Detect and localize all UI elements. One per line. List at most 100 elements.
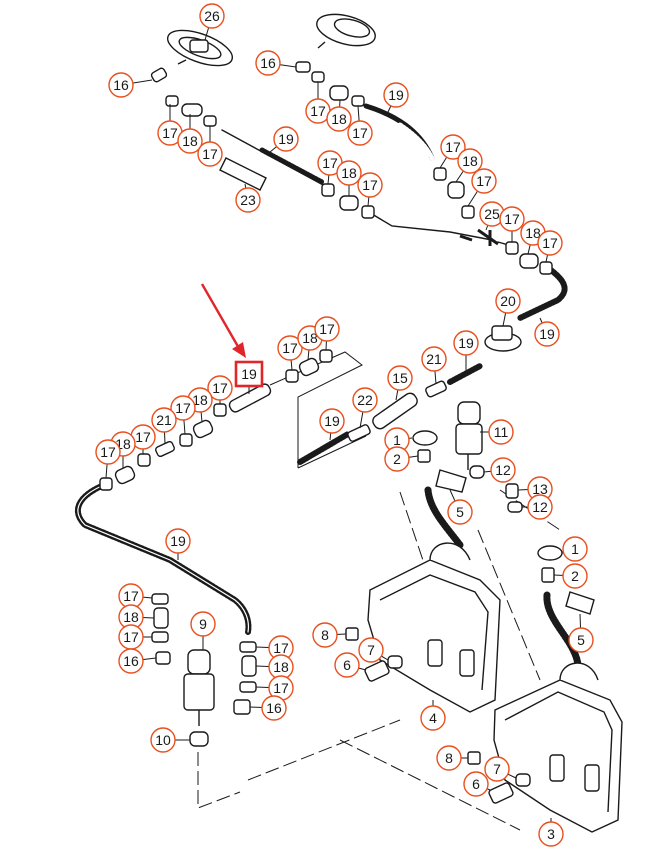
nut-8-a xyxy=(345,627,359,641)
callout-number: 17 xyxy=(542,235,558,251)
clamp-left-4 xyxy=(99,477,113,491)
grommet-1-a xyxy=(412,430,438,446)
pad-23 xyxy=(219,157,267,191)
callout-circle xyxy=(273,126,299,152)
callout-c17d: 17 xyxy=(347,120,373,146)
hose-segment-19 xyxy=(228,383,272,413)
clamp-mid-2 xyxy=(361,205,375,219)
callout-c5b: 5 xyxy=(568,627,594,653)
callout-number: 17 xyxy=(362,177,378,193)
reservoir-4 xyxy=(367,542,501,713)
callout-circle xyxy=(568,627,594,653)
callout-number: 10 xyxy=(155,732,171,748)
filter-2-a xyxy=(417,449,431,463)
callout-number: 2 xyxy=(571,568,579,584)
clamp-upper-2 xyxy=(203,115,217,127)
highlight-marker: 19 xyxy=(200,283,264,394)
callout-c16d: 16 xyxy=(261,695,287,721)
highlight-box xyxy=(234,360,264,388)
highlight-number: 19 xyxy=(241,366,257,382)
callout-c7a: 7 xyxy=(358,637,384,663)
seal-7-a xyxy=(387,655,403,669)
callout-number: 26 xyxy=(204,8,220,24)
callout-number: 18 xyxy=(331,111,347,127)
callout-circle xyxy=(118,648,144,674)
callout-c8a: 8 xyxy=(312,622,338,648)
callout-c17l: 17 xyxy=(314,316,340,342)
washer-pump-9 xyxy=(183,649,215,726)
callout-number: 18 xyxy=(302,330,318,346)
callout-number: 18 xyxy=(462,153,478,169)
callout-circle xyxy=(358,637,384,663)
callout-circle xyxy=(190,611,216,637)
pump-hose-mid xyxy=(424,486,464,549)
callout-number: 18 xyxy=(341,165,357,181)
filter-2-b xyxy=(541,567,555,583)
elbow-16-b xyxy=(295,61,311,73)
coupling-left-3 xyxy=(153,607,169,629)
connector-22 xyxy=(347,424,371,442)
callout-number: 21 xyxy=(156,412,172,428)
callout-number: 17 xyxy=(310,103,326,119)
callout-number: 7 xyxy=(367,642,375,658)
callout-circle xyxy=(562,536,588,562)
guide-diag-3 xyxy=(339,739,521,831)
callout-number: 19 xyxy=(324,413,340,429)
guide-diag-5 xyxy=(477,529,541,681)
callout-c17q: 17 xyxy=(118,583,144,609)
callout-c17i: 17 xyxy=(499,206,525,232)
callout-c19e: 19 xyxy=(319,408,345,434)
callout-number: 6 xyxy=(343,657,351,673)
hose-left-long-core xyxy=(77,484,250,633)
callout-number: 19 xyxy=(539,326,555,342)
callout-circle xyxy=(165,528,191,554)
callout-c16c: 16 xyxy=(118,648,144,674)
washer-pump-11 xyxy=(455,401,483,470)
callout-c17k: 17 xyxy=(277,335,303,361)
callout-number: 16 xyxy=(113,77,129,93)
callout-circle xyxy=(436,745,462,771)
grommet-10 xyxy=(189,731,209,747)
callout-circle xyxy=(387,365,413,391)
callout-circle xyxy=(108,72,134,98)
seal-12-b xyxy=(507,501,523,513)
callout-c18a: 18 xyxy=(177,128,203,154)
tube-15 xyxy=(372,392,418,430)
callout-number: 4 xyxy=(429,710,437,726)
callout-number: 2 xyxy=(393,451,401,467)
callout-number: 17 xyxy=(175,400,191,416)
callout-circle xyxy=(499,206,525,232)
callout-number: 22 xyxy=(357,392,373,408)
callout-circle xyxy=(319,408,345,434)
coupling-upper-2 xyxy=(329,85,349,101)
callout-circle xyxy=(488,419,514,445)
callout-number: 18 xyxy=(182,133,198,149)
callout-circle xyxy=(490,457,516,483)
callout-number: 19 xyxy=(170,533,186,549)
callout-number: 18 xyxy=(273,659,289,675)
callout-number: 8 xyxy=(321,627,329,643)
callout-circle xyxy=(453,330,479,356)
callout-c18d: 18 xyxy=(457,148,483,174)
callout-c2b: 2 xyxy=(562,563,588,589)
clamp-upper-4 xyxy=(351,95,365,107)
callout-number: 23 xyxy=(240,192,256,208)
callout-number: 5 xyxy=(577,632,585,648)
callout-circle xyxy=(463,771,489,797)
connector-21-left xyxy=(155,440,175,458)
clamp-right-6 xyxy=(239,681,257,693)
callout-c18j: 18 xyxy=(268,654,294,680)
callout-circle xyxy=(277,335,303,361)
clamp-upper-1 xyxy=(165,95,179,107)
callout-c9: 9 xyxy=(190,611,216,637)
hose-to-tee xyxy=(371,213,493,241)
coupling-upper-1 xyxy=(181,103,203,117)
coupling-left-1 xyxy=(192,419,214,439)
coupling-left-2 xyxy=(114,465,136,485)
callout-c17n: 17 xyxy=(170,395,196,421)
coupling-right-1 xyxy=(447,181,465,199)
callout-number: 8 xyxy=(445,750,453,766)
callout-c17r: 17 xyxy=(118,624,144,650)
spray-nozzle-left xyxy=(166,29,234,67)
